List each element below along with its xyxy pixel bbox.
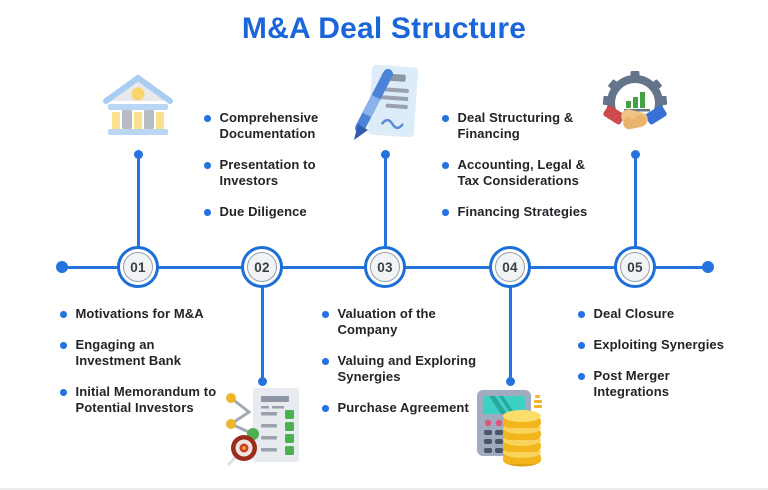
connector-line-04 xyxy=(509,287,512,379)
list-item-text: Financing Strategies xyxy=(457,204,588,219)
timeline-node-01: 01 xyxy=(117,246,159,288)
bullet-icon xyxy=(442,209,449,216)
bullet-icon xyxy=(578,373,585,380)
list-item: Deal Closure xyxy=(578,306,753,322)
list-item-text: Valuing and Exploring Synergies xyxy=(337,353,477,384)
bullet-icon xyxy=(578,311,585,318)
bullet-icon xyxy=(442,162,449,169)
connector-line-03 xyxy=(384,158,387,248)
timeline-node-04: 04 xyxy=(489,246,531,288)
list-item: Post Merger Integrations xyxy=(578,368,753,400)
list-item: Initial Memorandum to Potential Investor… xyxy=(60,384,250,416)
bullet-icon xyxy=(204,162,211,169)
list-item-text: Presentation to Investors xyxy=(219,157,316,188)
bullet-icon xyxy=(322,358,329,365)
bank-building-icon xyxy=(103,75,173,135)
bullet-icon xyxy=(322,311,329,318)
timeline-end-dot xyxy=(702,261,714,273)
list-item-text: Due Diligence xyxy=(219,204,307,219)
list-item: Due Diligence xyxy=(204,204,374,220)
list-item-text: Deal Closure xyxy=(593,306,675,321)
list-item: Motivations for M&A xyxy=(60,306,250,322)
stage-04-list: Deal Structuring & Financing Accounting,… xyxy=(442,110,627,235)
list-item: Accounting, Legal & Tax Considerations xyxy=(442,157,627,189)
list-item: Valuation of the Company xyxy=(322,306,507,338)
list-item-text: Accounting, Legal & Tax Considerations xyxy=(457,157,586,188)
list-item-text: Motivations for M&A xyxy=(75,306,204,321)
list-item-text: Deal Structuring & Financing xyxy=(457,110,574,141)
list-item: Purchase Agreement xyxy=(322,400,507,416)
bullet-icon xyxy=(204,115,211,122)
calculator-coins-icon xyxy=(477,390,542,467)
connector-line-05 xyxy=(634,158,637,248)
connector-dot-01 xyxy=(134,150,143,159)
connector-dot-04 xyxy=(506,377,515,386)
stage-number-04: 04 xyxy=(495,252,525,282)
bullet-icon xyxy=(204,209,211,216)
stage-02-list: Comprehensive Documentation Presentation… xyxy=(204,110,374,235)
stage-number-02: 02 xyxy=(247,252,277,282)
list-item-text: Comprehensive Documentation xyxy=(219,110,319,141)
connector-dot-03 xyxy=(381,150,390,159)
stage-number-01: 01 xyxy=(123,252,153,282)
connector-line-02 xyxy=(261,287,264,379)
timeline-node-03: 03 xyxy=(364,246,406,288)
bullet-icon xyxy=(60,342,67,349)
list-item-text: Engaging an Investment Bank xyxy=(75,337,182,368)
stage-number-03: 03 xyxy=(370,252,400,282)
list-item: Deal Structuring & Financing xyxy=(442,110,627,142)
list-item: Comprehensive Documentation xyxy=(204,110,374,142)
bullet-icon xyxy=(60,311,67,318)
list-item-text: Initial Memorandum to Potential Investor… xyxy=(75,384,217,415)
connector-dot-02 xyxy=(258,377,267,386)
bullet-icon xyxy=(60,389,67,396)
stage-number-05: 05 xyxy=(620,252,650,282)
bullet-icon xyxy=(578,342,585,349)
list-item: Engaging an Investment Bank xyxy=(60,337,250,369)
checklist-target-icon xyxy=(226,388,299,466)
contract-signing-icon xyxy=(354,64,419,140)
bullet-icon xyxy=(442,115,449,122)
stage-05-list: Deal Closure Exploiting Synergies Post M… xyxy=(578,306,753,415)
connector-line-01 xyxy=(137,158,140,248)
connector-dot-05 xyxy=(631,150,640,159)
list-item-text: Valuation of the Company xyxy=(337,306,436,337)
bullet-icon xyxy=(322,405,329,412)
handshake-gear-icon xyxy=(602,71,668,131)
stage-01-list: Motivations for M&A Engaging an Investme… xyxy=(60,306,250,431)
list-item: Financing Strategies xyxy=(442,204,627,220)
timeline-node-05: 05 xyxy=(614,246,656,288)
list-item: Valuing and Exploring Synergies xyxy=(322,353,507,385)
stage-03-list: Valuation of the Company Valuing and Exp… xyxy=(322,306,507,431)
timeline-node-02: 02 xyxy=(241,246,283,288)
list-item-text: Exploiting Synergies xyxy=(593,337,725,352)
list-item: Exploiting Synergies xyxy=(578,337,753,353)
list-item: Presentation to Investors xyxy=(204,157,374,189)
list-item-text: Purchase Agreement xyxy=(337,400,469,415)
page-title: M&A Deal Structure xyxy=(241,12,527,45)
list-item-text: Post Merger Integrations xyxy=(593,368,670,399)
timeline-start-dot xyxy=(56,261,68,273)
